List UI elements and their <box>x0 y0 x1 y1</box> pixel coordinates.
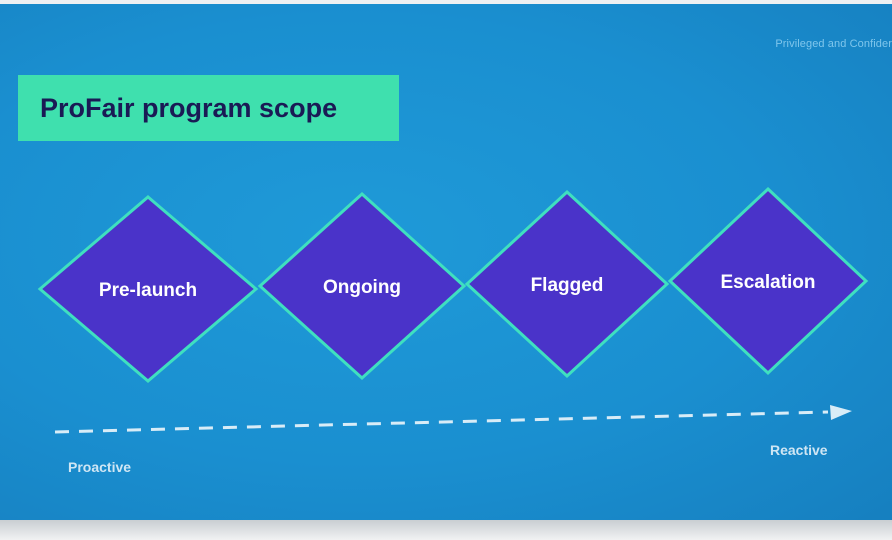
stage-diamond-pre-launch <box>37 195 259 383</box>
dashed-arrow-line <box>54 410 829 434</box>
scope-diagram: Pre-launch Ongoing Flagged Escalation <box>37 186 869 434</box>
stage-label-pre-launch: Pre-launch <box>99 280 197 301</box>
stage-label-escalation: Escalation <box>720 272 815 293</box>
stage-label-flagged: Flagged <box>531 275 604 296</box>
title-banner: ProFair program scope <box>18 75 399 141</box>
confidentiality-notice: Privileged and Confider <box>775 38 892 50</box>
stage-diamond-ongoing <box>257 191 467 381</box>
slide: Privileged and Confider ProFair program … <box>0 4 892 526</box>
stage-diamond-escalation <box>667 186 869 376</box>
monitor-bezel <box>0 520 892 540</box>
axis-end-label: Reactive <box>770 442 828 458</box>
stages-layer: Pre-launch Ongoing Flagged Escalation <box>37 186 869 383</box>
axis-start-label: Proactive <box>68 459 132 475</box>
stage-diamond-flagged <box>464 189 670 379</box>
proactive-reactive-arrow <box>54 405 852 434</box>
slide-title: ProFair program scope <box>40 92 338 123</box>
arrow-head-icon <box>830 405 852 420</box>
stage-label-ongoing: Ongoing <box>323 277 401 298</box>
